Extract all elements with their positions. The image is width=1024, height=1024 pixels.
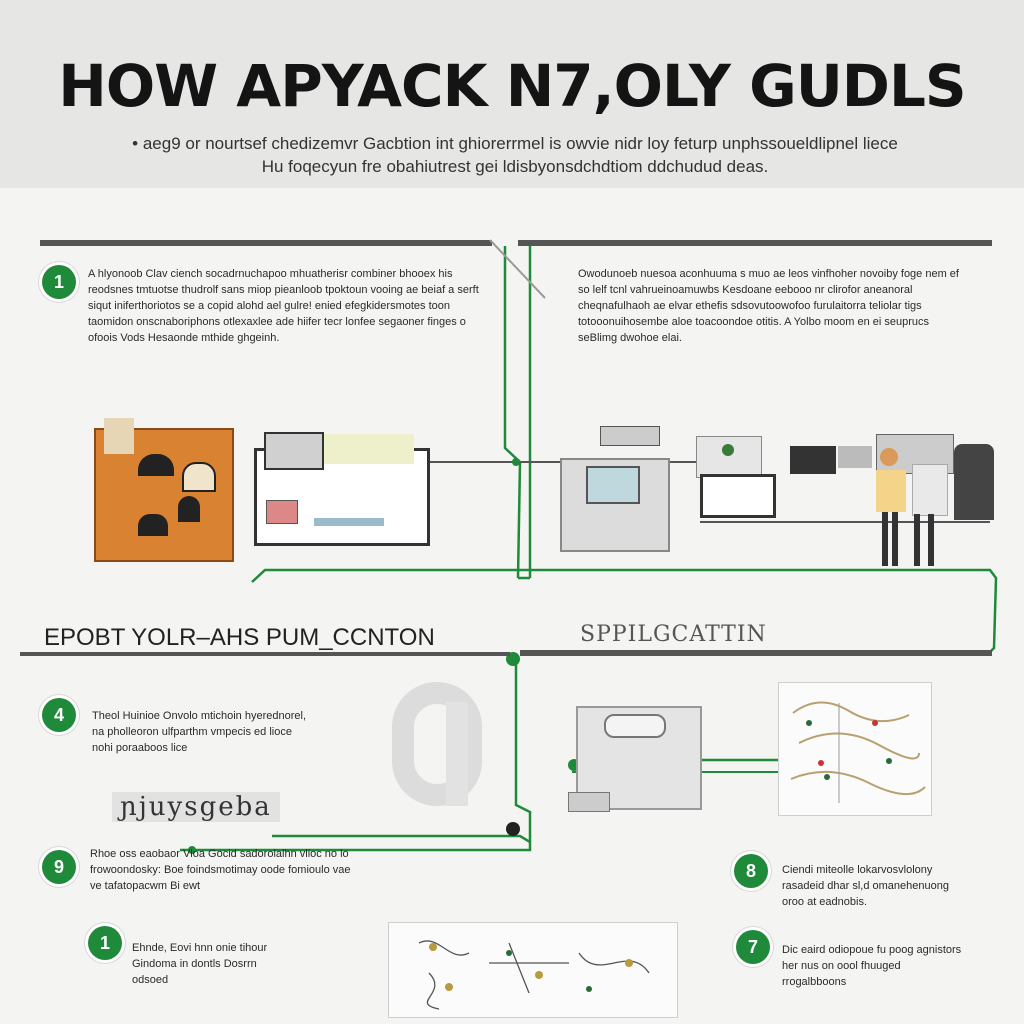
mid-rule-right <box>520 650 992 656</box>
people-workstation-illustration <box>788 432 1004 568</box>
subtitle-line-2: Hu foqecyun fre obahiutrest gei ldisbyon… <box>261 157 769 176</box>
page-title: HOW APYACK N7,OLY GUDLS <box>58 52 966 120</box>
handwritten-label: ɲjuysgeba <box>112 792 280 822</box>
step-8-text: Ciendi miteolle lokarvosvlolony rasadeid… <box>782 864 949 908</box>
laptop-plant-illustration <box>696 436 776 518</box>
step-1b-text: Ehnde, Eovi hnn onie tihour Gindoma in d… <box>132 942 268 986</box>
step-9-badge: 9 <box>42 850 76 884</box>
machine-cabinet-illustration <box>254 428 430 546</box>
step-7-badge: 7 <box>736 930 770 964</box>
step-1-text: A hlyonoob Clav ciench socadrnuchapoo mh… <box>88 268 479 344</box>
top-rule-left <box>40 240 492 246</box>
step-4-badge: 4 <box>42 698 76 732</box>
top-rule-right <box>518 240 992 246</box>
map-card-illustration <box>778 682 932 816</box>
step-7-text: Dic eaird odiopoue fu poog agnistors her… <box>782 944 962 988</box>
map-sketch <box>790 701 926 803</box>
step-1b-badge: 1 <box>88 926 122 960</box>
step-8-badge: 8 <box>734 854 768 888</box>
step-4-text: Theol Huinioe Onvolo mtichoin hyerednore… <box>92 710 307 754</box>
bottom-diagram-sketch <box>418 940 650 1010</box>
step-9-text: Rhoe oss eaobaor Vloa Gocid sadorolalhn … <box>90 848 351 892</box>
mid-rule-left <box>20 652 510 656</box>
header-band <box>0 0 1024 188</box>
orange-cabinet-illustration <box>94 418 234 562</box>
faded-glyph-illustration <box>392 682 512 810</box>
page-subtitle: • aeg9 or nourtsef chedizemvr Gacbtion i… <box>60 132 970 178</box>
step-2-text: Owodunoeb nuesoa aconhuuma s muo ae leos… <box>578 268 959 344</box>
device-box-illustration <box>568 706 702 812</box>
desk-station-illustration <box>560 426 670 552</box>
step-1-badge: 1 <box>42 265 76 299</box>
section-title-right: SPPILGCATTIN <box>580 622 767 647</box>
bottom-diagram-card <box>388 922 678 1018</box>
section-title-left: EPOBT YOLR–AHS PUM_CCNTON <box>44 624 435 651</box>
subtitle-line-1: • aeg9 or nourtsef chedizemvr Gacbtion i… <box>132 134 898 153</box>
